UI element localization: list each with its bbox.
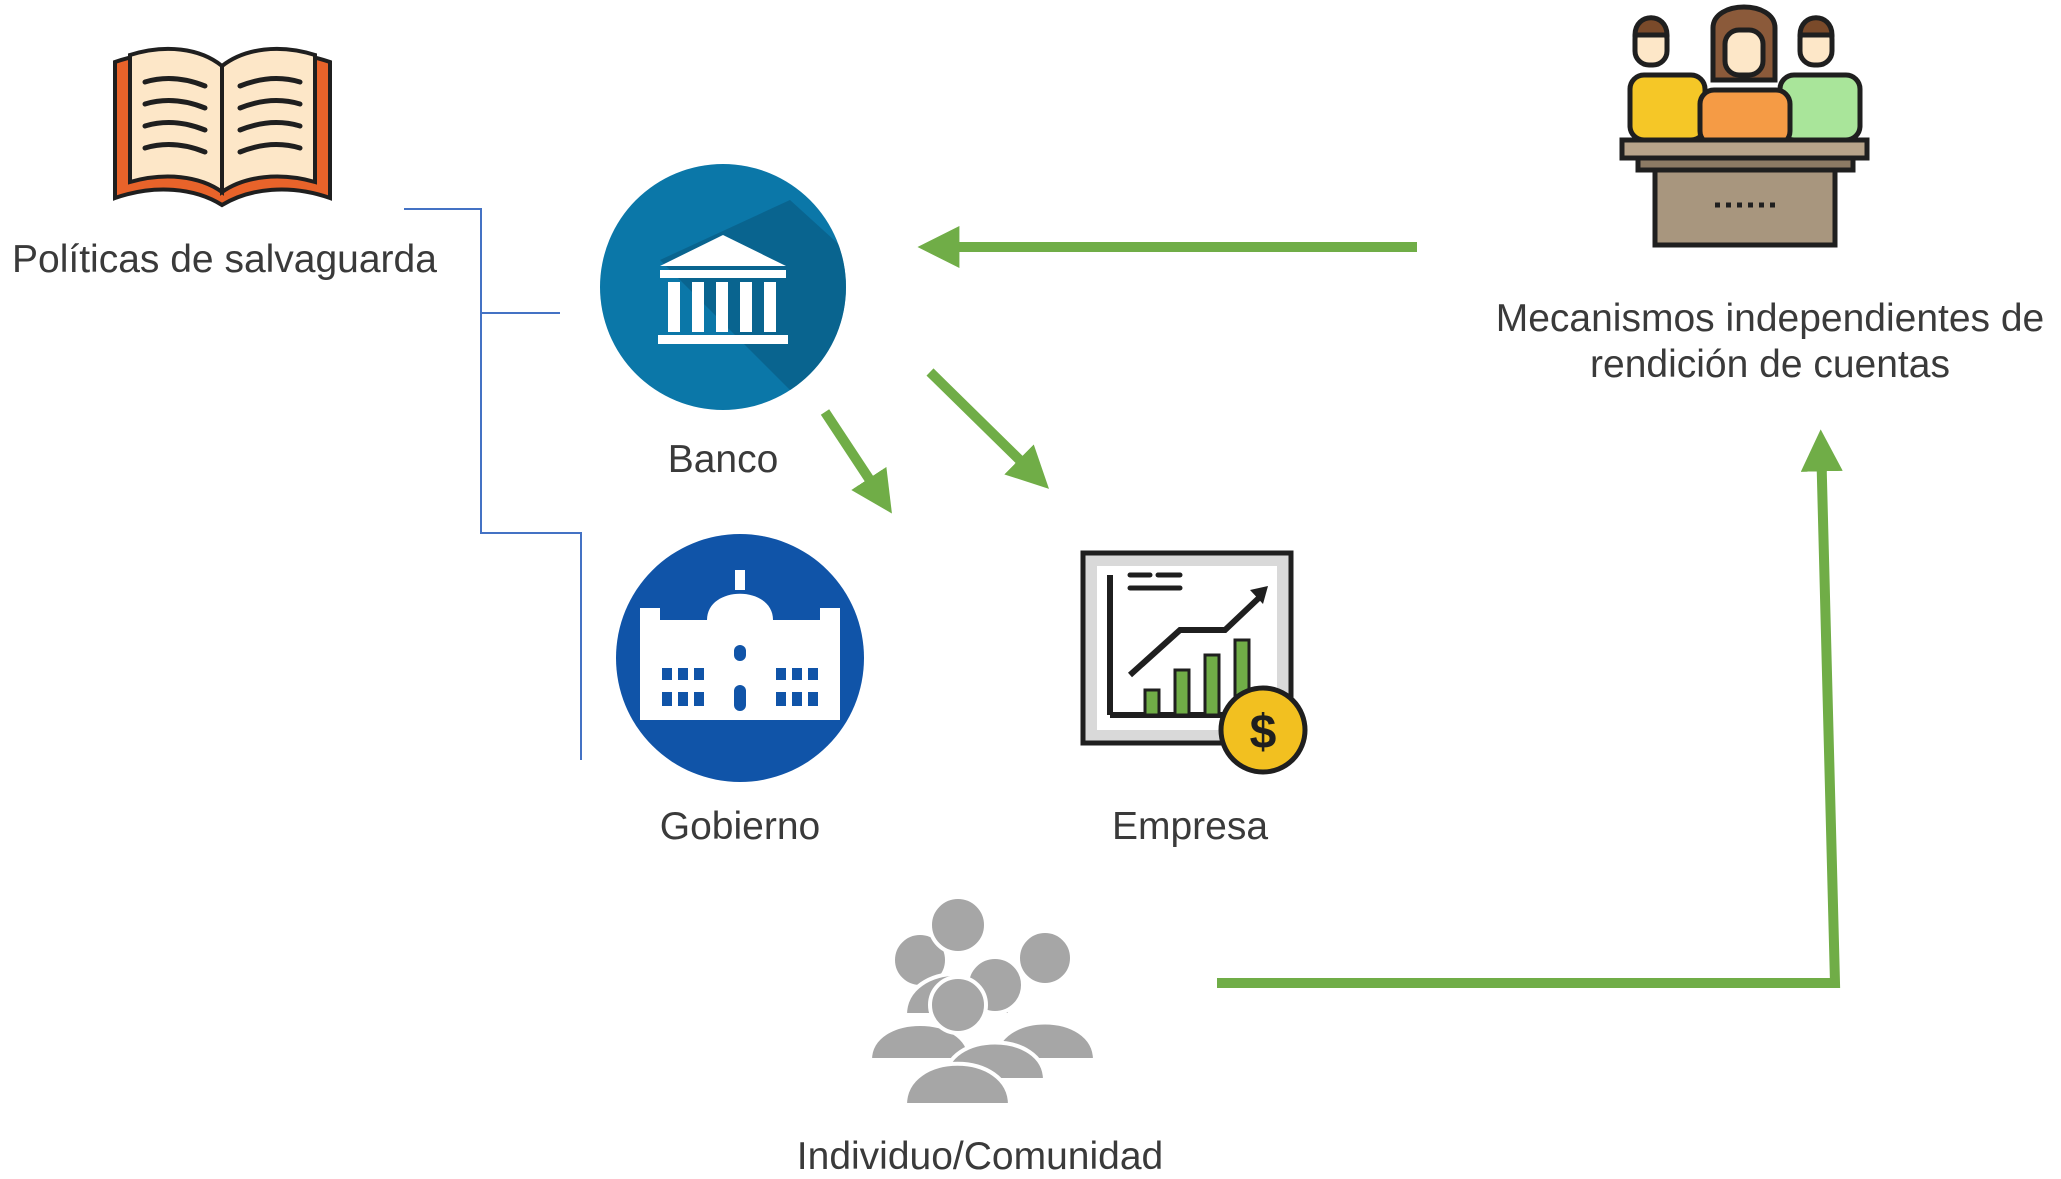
- flow-arrows: [820, 226, 1843, 988]
- label-gobierno: Gobierno: [659, 805, 821, 848]
- bank-icon: [600, 164, 846, 410]
- panel-podium-icon: [1619, 4, 1870, 248]
- label-mecanismos-line2: rendición de cuentas: [1590, 343, 1950, 386]
- label-politicas: Políticas de salvaguarda: [12, 238, 437, 281]
- label-banco: Banco: [667, 438, 779, 481]
- arrow-banco-to-gobierno: [820, 409, 892, 514]
- label-empresa: Empresa: [1111, 805, 1269, 848]
- open-book-icon: [113, 46, 332, 208]
- people-group-icon: [867, 895, 1098, 1107]
- arrow-comunidad-to-mecanismos: [1217, 429, 1843, 988]
- arrow-banco-to-empresa: [926, 368, 1049, 489]
- label-mecanismos-line1: Mecanismos independientes de: [1495, 297, 2045, 340]
- business-growth-chart-icon: $: [1080, 550, 1308, 775]
- government-building-icon: [616, 534, 864, 782]
- policy-bracket: [404, 208, 582, 760]
- label-comunidad: Individuo/Comunidad: [796, 1135, 1164, 1178]
- svg-text:$: $: [1250, 706, 1277, 759]
